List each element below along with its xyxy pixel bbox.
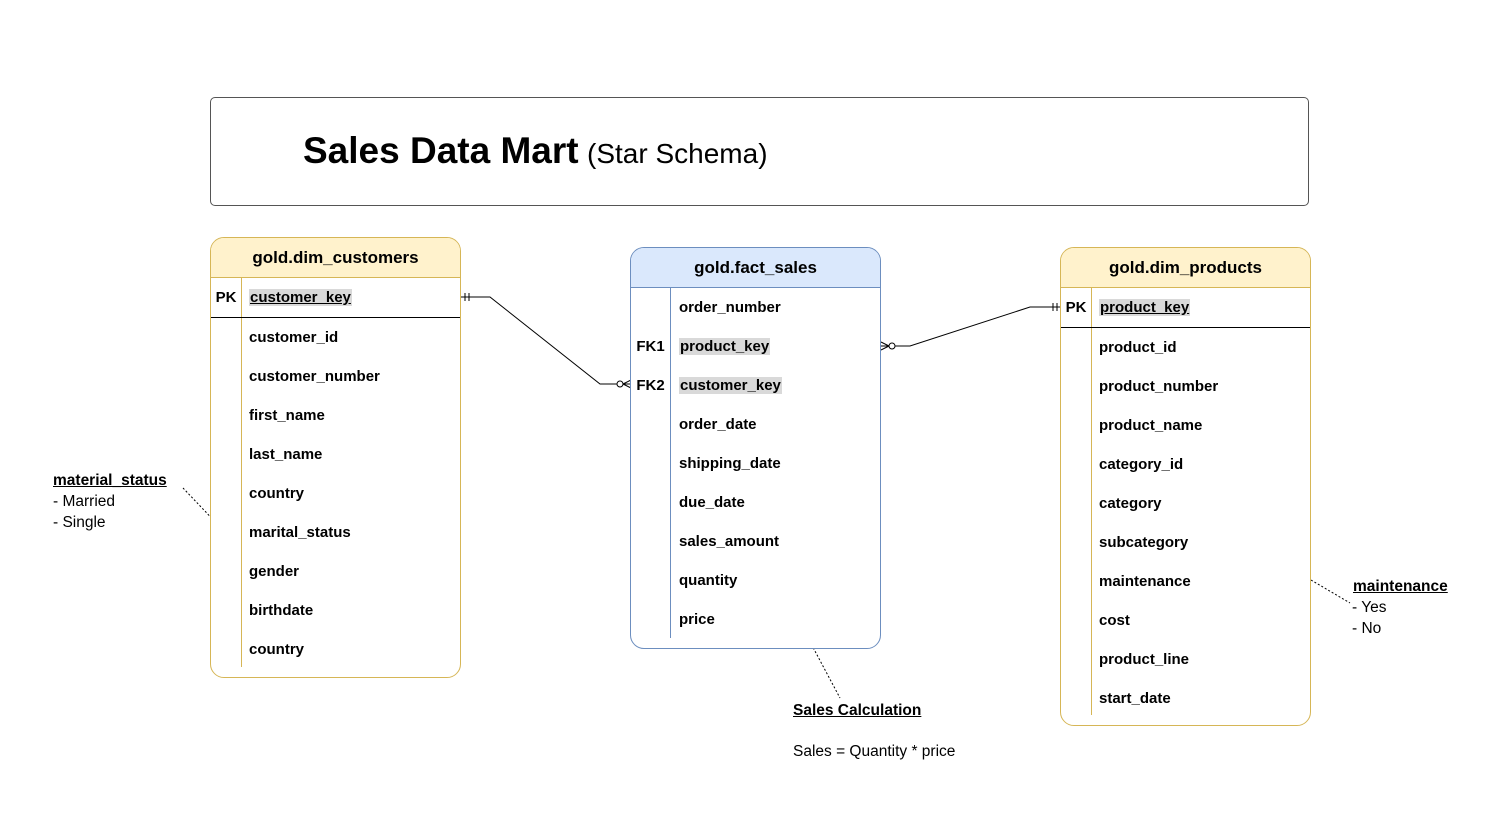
note-line: - Single <box>53 514 106 531</box>
column-name: category_id <box>1099 456 1184 473</box>
column-name: customer_id <box>249 329 339 346</box>
column-row: sales_amount <box>631 522 880 561</box>
pk-column: customer_key <box>249 289 352 306</box>
title-subtitle: (Star Schema) <box>587 138 768 169</box>
column-name: product_name <box>1099 417 1203 434</box>
fk-column: customer_key <box>679 377 782 394</box>
title-main: Sales Data Mart <box>303 130 579 171</box>
column-name: marital_status <box>249 524 351 541</box>
column-row: FK1 product_key <box>631 327 880 366</box>
column-row: product_number <box>1061 367 1310 406</box>
entity-header: gold.dim_products <box>1061 248 1310 288</box>
column-name: order_number <box>679 299 781 316</box>
column-name: product_number <box>1099 378 1219 395</box>
column-name: price <box>679 611 715 628</box>
pk-row: PK customer_key <box>211 278 460 318</box>
column-name: sales_amount <box>679 533 780 550</box>
column-row: subcategory <box>1061 523 1310 562</box>
column-name: category <box>1099 495 1162 512</box>
column-row: last_name <box>211 435 460 474</box>
column-row: price <box>631 600 880 639</box>
column-row: birthdate <box>211 591 460 630</box>
diagram-title-box: Sales Data Mart (Star Schema) <box>210 97 1309 206</box>
column-name: country <box>249 641 305 658</box>
entity-header: gold.dim_customers <box>211 238 460 278</box>
column-row: order_date <box>631 405 880 444</box>
column-name: order_date <box>679 416 757 433</box>
note-title: Sales Calculation <box>793 702 922 719</box>
pk-row: PK product_key <box>1061 288 1310 328</box>
pk-label: PK <box>1065 299 1087 316</box>
column-row: product_id <box>1061 328 1310 367</box>
column-row: quantity <box>631 561 880 600</box>
fk-column: product_key <box>679 338 771 355</box>
note-marital-status: material_status - Married - Single <box>53 470 167 533</box>
column-name: customer_number <box>249 368 380 385</box>
column-row: order_number <box>631 288 880 327</box>
column-row: customer_id <box>211 318 460 357</box>
column-row: gender <box>211 552 460 591</box>
note-line: - Yes <box>1352 599 1387 616</box>
column-row: maintenance <box>1061 562 1310 601</box>
entity-dim-customers[interactable]: gold.dim_customers PK customer_key custo… <box>210 237 461 678</box>
note-line: - Married <box>53 493 116 510</box>
column-row: country <box>211 474 460 513</box>
column-name: maintenance <box>1099 573 1191 590</box>
column-row: customer_number <box>211 357 460 396</box>
column-name: start_date <box>1099 690 1171 707</box>
column-name: first_name <box>249 407 325 424</box>
pk-label: PK <box>215 289 237 306</box>
key-divider <box>1091 287 1092 715</box>
note-maintenance: maintenance - Yes - No <box>1352 576 1448 639</box>
column-row: shipping_date <box>631 444 880 483</box>
column-row: country <box>211 630 460 669</box>
column-row: marital_status <box>211 513 460 552</box>
column-name: subcategory <box>1099 534 1189 551</box>
note-title: maintenance <box>1353 578 1448 595</box>
column-name: birthdate <box>249 602 314 619</box>
fk-label: FK1 <box>636 338 665 355</box>
column-row: category <box>1061 484 1310 523</box>
column-name: gender <box>249 563 300 580</box>
column-name: cost <box>1099 612 1130 629</box>
connector-fact-products <box>880 303 1061 351</box>
entity-dim-products[interactable]: gold.dim_products PK product_key product… <box>1060 247 1311 726</box>
column-row: category_id <box>1061 445 1310 484</box>
column-row: FK2 customer_key <box>631 366 880 405</box>
column-row: product_line <box>1061 640 1310 679</box>
column-row: due_date <box>631 483 880 522</box>
column-name: product_line <box>1099 651 1190 668</box>
column-row: first_name <box>211 396 460 435</box>
key-divider <box>670 287 671 638</box>
column-row: cost <box>1061 601 1310 640</box>
note-formula: Sales = Quantity * price <box>793 743 956 760</box>
entity-header: gold.fact_sales <box>631 248 880 288</box>
note-sales-calculation: Sales Calculation Sales = Quantity * pri… <box>793 700 955 762</box>
note-line-maintenance <box>1310 579 1351 604</box>
pk-column: product_key <box>1099 299 1191 316</box>
column-name: product_id <box>1099 339 1177 356</box>
column-name: quantity <box>679 572 738 589</box>
column-row: product_name <box>1061 406 1310 445</box>
connector-customers-fact <box>461 293 632 389</box>
key-divider <box>241 277 242 667</box>
column-name: last_name <box>249 446 323 463</box>
entity-fact-sales[interactable]: gold.fact_sales order_number FK1 product_… <box>630 247 881 649</box>
note-title: material_status <box>53 472 167 489</box>
column-name: country <box>249 485 305 502</box>
diagram-title: Sales Data Mart (Star Schema) <box>303 130 768 172</box>
column-name: due_date <box>679 494 745 511</box>
column-row: start_date <box>1061 679 1310 718</box>
note-line: - No <box>1352 620 1382 637</box>
column-name: shipping_date <box>679 455 781 472</box>
fk-label: FK2 <box>636 377 665 394</box>
